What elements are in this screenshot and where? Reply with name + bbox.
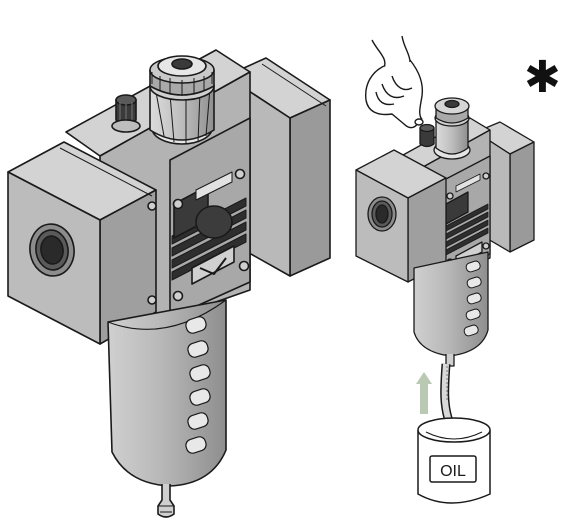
small-lubricator-icon — [355, 97, 535, 367]
left-port-block — [7, 141, 157, 345]
fill-cap — [149, 55, 215, 145]
sight-glass-slots — [185, 316, 211, 454]
oil-label: OIL — [440, 463, 466, 480]
asterisk-icon: ✱ — [524, 52, 561, 103]
fill-direction-arrow-icon — [416, 372, 432, 414]
adjustment-knob — [111, 94, 141, 133]
hand-icon — [365, 35, 424, 129]
bowl — [107, 299, 227, 518]
lubricator-unit-icon — [7, 49, 331, 518]
oil-container-icon: OIL — [417, 417, 491, 504]
